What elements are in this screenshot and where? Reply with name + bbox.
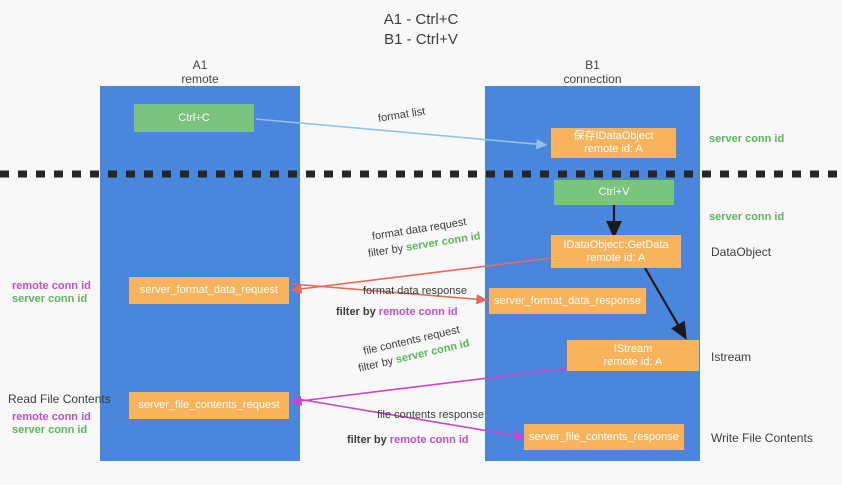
filter-value-remote-conn-id: remote conn id <box>389 434 469 446</box>
right-label-server-conn-id-mid: server conn id <box>709 211 785 223</box>
wire-label-format-data-response-filter: filter by remote conn id <box>336 305 458 319</box>
box-server-file-contents-response-line1: server_file_contents_response <box>529 430 679 443</box>
box-server-file-contents-response[interactable]: server_file_contents_response <box>524 424 684 450</box>
wire-label-format-data-response: format data response <box>363 285 467 297</box>
box-server-format-data-request[interactable]: server_format_data_request <box>129 277 289 304</box>
box-save-idataobject-line1: 保存IDataObject <box>573 130 654 142</box>
wire-label-file-contents-response: file contents response <box>377 409 485 421</box>
wire-label-format-list: format list <box>377 105 427 125</box>
column-header-b1: B1 connection <box>485 58 700 86</box>
column-header-b1-role: connection <box>563 72 622 86</box>
filter-prefix: filter by <box>347 434 390 446</box>
filter-prefix: filter by <box>336 306 379 318</box>
filter-prefix: filter by <box>367 241 408 260</box>
box-istream-line2: remote id: A <box>603 355 663 368</box>
left-label-server-conn-id-upper: server conn id <box>12 293 88 305</box>
box-idataobject-getdata-line2: remote id: A <box>586 251 646 264</box>
box-save-idataobject-line2: remote id: A <box>584 143 643 155</box>
box-istream[interactable]: IStream remote id: A <box>567 340 699 371</box>
box-ctrl-c-line1: Ctrl+C <box>178 111 210 124</box>
box-server-format-data-response[interactable]: server_format_data_response <box>489 288 646 314</box>
right-label-server-conn-id-top: server conn id <box>709 133 785 145</box>
box-idataobject-getdata-line1: IDataObject::GetData <box>563 238 669 251</box>
filter-value-remote-conn-id: remote conn id <box>378 306 458 318</box>
left-label-read-file-contents: Read File Contents <box>8 392 111 406</box>
box-server-format-data-response-line1: server_format_data_response <box>494 294 641 307</box>
wire-label-file-contents-response-filter: filter by remote conn id <box>347 433 469 447</box>
left-label-server-conn-id-lower: server conn id <box>12 424 88 436</box>
box-istream-line1: IStream <box>613 342 653 355</box>
column-header-a1-name: A1 <box>192 58 208 72</box>
filter-prefix: filter by <box>357 354 398 375</box>
column-header-a1-role: remote <box>181 72 219 86</box>
box-server-format-data-request-line1: server_format_data_request <box>139 284 279 296</box>
box-server-file-contents-request[interactable]: server_file_contents_request <box>129 392 289 419</box>
right-label-dataobject: DataObject <box>711 245 772 259</box>
box-ctrl-v[interactable]: Ctrl+V <box>554 180 674 205</box>
left-label-remote-conn-id-upper: remote conn id <box>12 280 91 292</box>
right-label-write-file-contents: Write File Contents <box>711 431 813 445</box>
column-header-b1-name: B1 <box>585 58 600 72</box>
left-label-remote-conn-id-lower: remote conn id <box>12 411 91 423</box>
right-label-istream: Istream <box>711 350 752 364</box>
box-save-idataobject[interactable]: 保存IDataObject remote id: A <box>551 128 676 158</box>
box-ctrl-v-line1: Ctrl+V <box>598 186 630 198</box>
column-header-a1: A1 remote <box>100 58 300 86</box>
box-server-file-contents-request-line1: server_file_contents_request <box>138 399 280 411</box>
box-ctrl-c[interactable]: Ctrl+C <box>134 104 254 132</box>
page-title: A1 - Ctrl+C B1 - Ctrl+V <box>383 11 459 48</box>
box-idataobject-getdata[interactable]: IDataObject::GetData remote id: A <box>551 235 681 268</box>
